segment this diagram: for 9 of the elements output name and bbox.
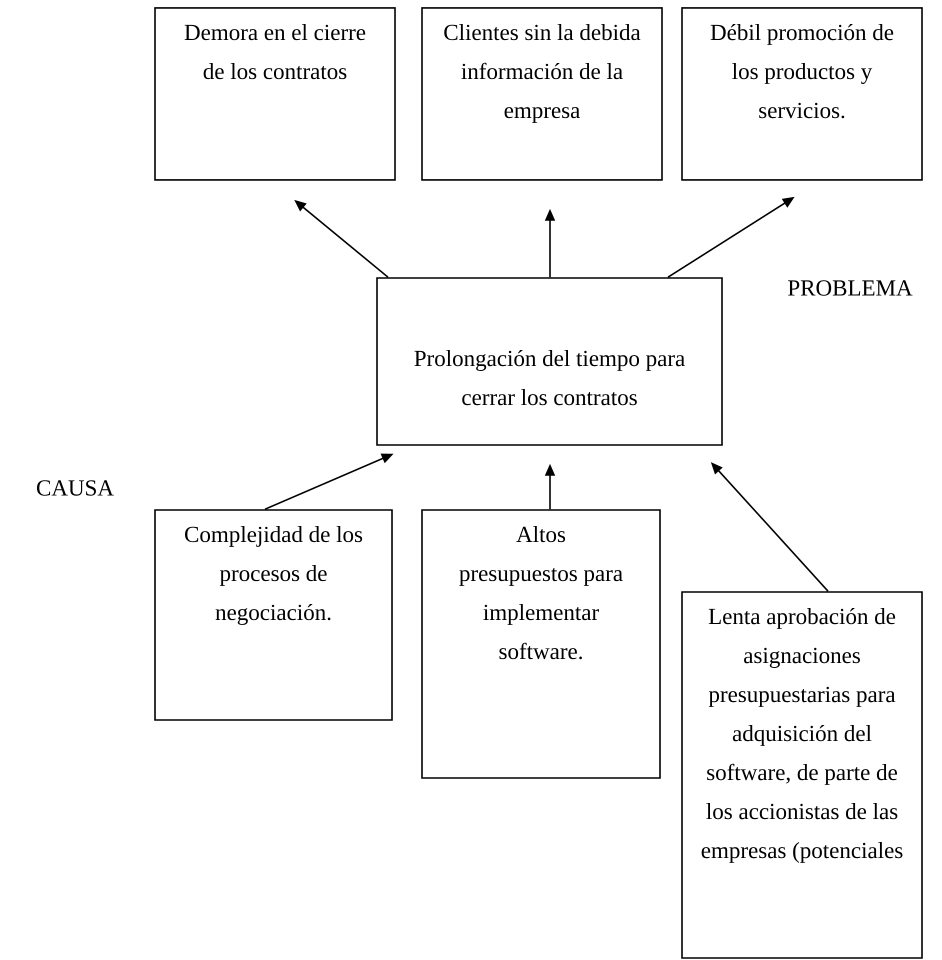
box: Débil promoción de los productos y servicios. bbox=[681, 7, 923, 181]
section-label: CAUSA bbox=[36, 480, 114, 496]
box: Altos presupuestos para implementar software. bbox=[421, 509, 661, 779]
box: Lenta aprobación de asignaciones presupuestarias para adquisición del software, de parte de los accionistas de las empresas (potenciales bbox=[681, 591, 923, 959]
box: Clientes sin la debida información de la empresa bbox=[421, 7, 663, 181]
box: Demora en el cierre de los contratos bbox=[154, 7, 396, 181]
box: Complejidad de los procesos de negociación. bbox=[154, 509, 393, 721]
section-label: PROBLEMA bbox=[788, 280, 912, 296]
box: Prolongación del tiempo para cerrar los contratos bbox=[376, 277, 723, 446]
